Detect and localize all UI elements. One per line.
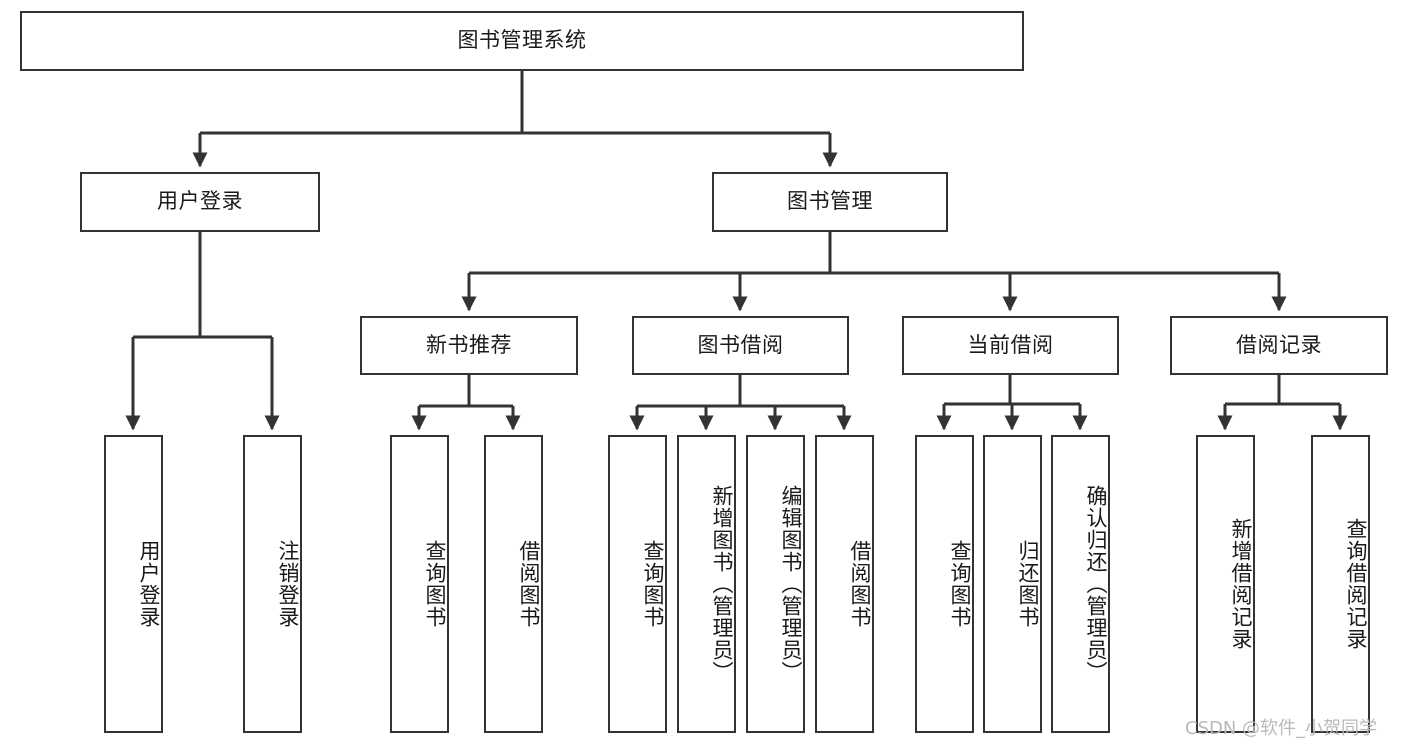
node-label: 用户登录	[157, 189, 243, 214]
node-current-borrow[interactable]: 当前借阅	[902, 316, 1119, 375]
node-user-login[interactable]: 用户登录	[80, 172, 320, 232]
node-label: 注销登录	[276, 540, 300, 628]
node-label: 归还图书	[1016, 540, 1040, 628]
node-label: 图书管理系统	[457, 28, 587, 53]
node-label: 借阅记录	[1236, 332, 1322, 357]
leaf-user-login[interactable]: 用户登录	[104, 435, 163, 733]
leaf-borrow-book-from-borrow[interactable]: 借阅图书	[815, 435, 874, 733]
node-label: 确认归还（管理员）	[1084, 485, 1108, 683]
leaf-logout-login[interactable]: 注销登录	[243, 435, 302, 733]
leaf-query-book-from-borrow[interactable]: 查询图书	[608, 435, 667, 733]
node-label: 查询图书	[948, 540, 972, 628]
leaf-add-borrow-record[interactable]: 新增借阅记录	[1196, 435, 1255, 733]
node-label: 新增图书（管理员）	[710, 485, 734, 683]
leaf-confirm-return-admin[interactable]: 确认归还（管理员）	[1051, 435, 1110, 733]
leaf-borrow-book-from-recommend[interactable]: 借阅图书	[484, 435, 543, 733]
node-label: 用户登录	[137, 540, 161, 628]
node-label: 查询借阅记录	[1344, 518, 1368, 650]
leaf-query-borrow-record[interactable]: 查询借阅记录	[1311, 435, 1370, 733]
node-label: 借阅图书	[517, 540, 541, 628]
leaf-query-book-from-current[interactable]: 查询图书	[915, 435, 974, 733]
node-book-manage[interactable]: 图书管理	[712, 172, 948, 232]
leaf-return-book[interactable]: 归还图书	[983, 435, 1042, 733]
node-label: 新增借阅记录	[1229, 518, 1253, 650]
node-label: 查询图书	[641, 540, 665, 628]
node-label: 查询图书	[423, 540, 447, 628]
node-new-book-recommend[interactable]: 新书推荐	[360, 316, 578, 375]
node-label: 图书管理	[787, 189, 873, 214]
node-label: 图书借阅	[697, 332, 784, 357]
node-borrow-record[interactable]: 借阅记录	[1170, 316, 1388, 375]
leaf-query-book-from-recommend[interactable]: 查询图书	[390, 435, 449, 733]
node-root-system[interactable]: 图书管理系统	[20, 11, 1024, 71]
node-label: 当前借阅	[967, 332, 1054, 357]
node-label: 借阅图书	[848, 540, 872, 628]
leaf-add-book-admin[interactable]: 新增图书（管理员）	[677, 435, 736, 733]
node-book-borrow[interactable]: 图书借阅	[632, 316, 849, 375]
node-label: 新书推荐	[426, 332, 512, 357]
leaf-edit-book-admin[interactable]: 编辑图书（管理员）	[746, 435, 805, 733]
node-label: 编辑图书（管理员）	[779, 485, 803, 683]
